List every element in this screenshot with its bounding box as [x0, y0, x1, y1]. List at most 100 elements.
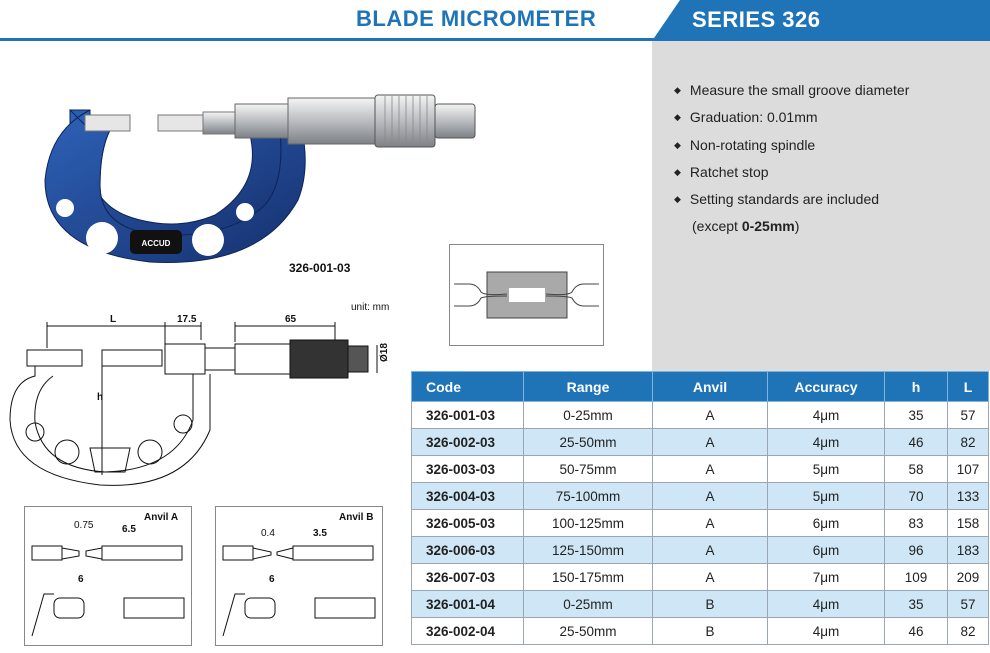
table-header-row: Code Range Anvil Accuracy h L: [411, 371, 989, 402]
table-cell: B: [652, 617, 768, 645]
table-cell: 326-007-03: [411, 563, 524, 591]
anvil-b-dim3: 6: [269, 574, 275, 585]
table-cell: 83: [884, 509, 948, 537]
table-cell: 150-175mm: [523, 563, 653, 591]
table-cell: B: [652, 590, 768, 618]
table-cell: 96: [884, 536, 948, 564]
dim-65: 65: [285, 314, 297, 325]
table-cell: 0-25mm: [523, 401, 653, 429]
table-cell: 5μm: [767, 482, 885, 510]
dim-h: h: [97, 392, 103, 403]
col-header-h: h: [884, 371, 948, 402]
table-cell: 326-003-03: [411, 455, 524, 483]
header-rule: [0, 38, 990, 41]
table-cell: 57: [947, 590, 989, 618]
table-cell: 35: [884, 401, 948, 429]
col-header-range: Range: [523, 371, 653, 402]
dim-17-5: 17.5: [177, 314, 197, 325]
table-cell: 25-50mm: [523, 428, 653, 456]
table-cell: 4μm: [767, 428, 885, 456]
anvil-b-title: Anvil B: [339, 512, 373, 523]
table-cell: 183: [947, 536, 989, 564]
table-cell: 109: [884, 563, 948, 591]
table-cell: 209: [947, 563, 989, 591]
table-cell: 25-50mm: [523, 617, 653, 645]
series-banner: SERIES 326: [652, 0, 990, 41]
table-cell: 0-25mm: [523, 590, 653, 618]
anvil-a-dim1: 0.75: [74, 520, 94, 531]
table-cell: 46: [884, 617, 948, 645]
table-cell: 125-150mm: [523, 536, 653, 564]
table-cell: 75-100mm: [523, 482, 653, 510]
model-label: 326-001-03: [289, 261, 351, 275]
table-cell: 82: [947, 617, 989, 645]
unit-label: unit: mm: [351, 302, 389, 313]
col-header-l: L: [947, 371, 989, 402]
bullet-icon: ◆: [674, 112, 681, 122]
micrometer-photo: ACCUD: [44, 94, 476, 263]
anvil-b-dim2: 3.5: [313, 528, 327, 539]
table-cell: 50-75mm: [523, 455, 653, 483]
anvil-a-title: Anvil A: [144, 512, 178, 523]
feature-item: ◆Graduation: 0.01mm: [674, 109, 818, 125]
table-cell: A: [652, 428, 768, 456]
feature-item: ◆Non-rotating spindle: [674, 137, 816, 153]
anvil-a-dim2: 6.5: [122, 524, 136, 535]
table-cell: A: [652, 509, 768, 537]
table-cell: A: [652, 563, 768, 591]
table-cell: 326-002-04: [411, 617, 524, 645]
table-cell: 326-001-04: [411, 590, 524, 618]
bullet-icon: ◆: [674, 85, 681, 95]
table-cell: 5μm: [767, 455, 885, 483]
table-cell: 4μm: [767, 401, 885, 429]
table-cell: 326-005-03: [411, 509, 524, 537]
table-cell: 6μm: [767, 536, 885, 564]
table-cell: 46: [884, 428, 948, 456]
page-title: BLADE MICROMETER: [356, 6, 597, 31]
anvil-detail-inset: [449, 244, 604, 346]
table-cell: 326-002-03: [411, 428, 524, 456]
bullet-icon: ◆: [674, 167, 681, 177]
table-cell: 35: [884, 590, 948, 618]
table-cell: 4μm: [767, 617, 885, 645]
col-header-accuracy: Accuracy: [767, 371, 885, 402]
table-cell: 326-006-03: [411, 536, 524, 564]
table-cell: 82: [947, 428, 989, 456]
bullet-icon: ◆: [674, 194, 681, 204]
brand-logo: ACCUD: [142, 239, 171, 248]
table-cell: 57: [947, 401, 989, 429]
spec-table: Code Range Anvil Accuracy h L 326-001-03…: [411, 371, 989, 645]
brand-plate: [130, 230, 182, 254]
features-panel: [652, 41, 990, 371]
table-cell: 107: [947, 455, 989, 483]
table-cell: 100-125mm: [523, 509, 653, 537]
feature-item: ◆Measure the small groove diameter: [674, 82, 910, 98]
anvil-b-dim1: 0.4: [261, 528, 275, 539]
dimension-drawing: unit: mm L 17.5 65 h Ø18: [9, 302, 390, 486]
table-cell: A: [652, 401, 768, 429]
table-cell: 158: [947, 509, 989, 537]
dim-L: L: [110, 314, 116, 325]
table-cell: 7μm: [767, 563, 885, 591]
table-cell: 4μm: [767, 590, 885, 618]
anvil-a-dim3: 6: [78, 574, 84, 585]
anvil-a-detail: Anvil A 0.75 6.5 6: [24, 506, 192, 646]
dim-diameter: Ø18: [379, 343, 390, 362]
bullet-icon: ◆: [674, 140, 681, 150]
table-cell: A: [652, 482, 768, 510]
table-cell: 326-004-03: [411, 482, 524, 510]
col-header-code: Code: [411, 371, 524, 402]
table-cell: 58: [884, 455, 948, 483]
col-header-anvil: Anvil: [652, 371, 768, 402]
table-cell: A: [652, 455, 768, 483]
feature-item: ◆Ratchet stop: [674, 164, 769, 180]
